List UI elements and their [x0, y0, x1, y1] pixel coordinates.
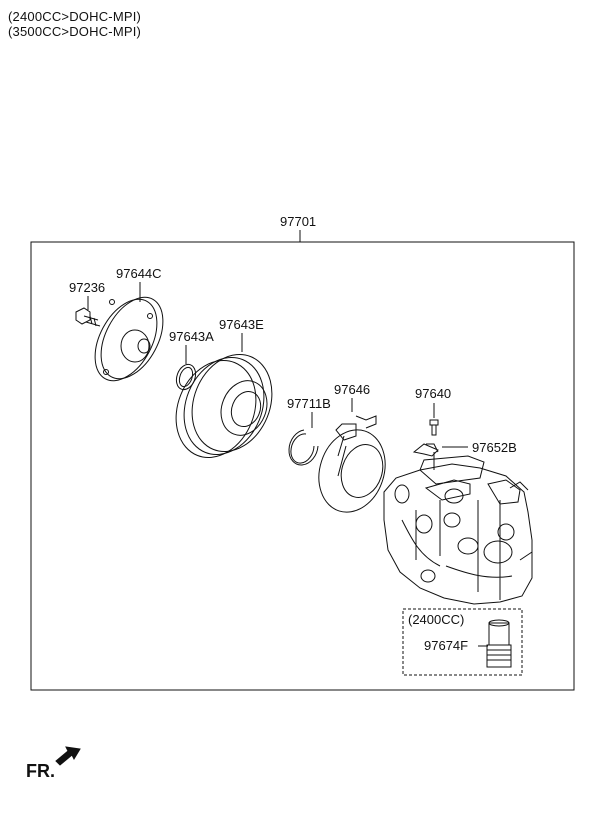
- assembly-part-number[interactable]: 97701: [280, 214, 316, 229]
- snap-ring-label[interactable]: 97711B: [287, 396, 331, 411]
- snap-ring-outer: [288, 429, 319, 466]
- shim-ring-outer: [175, 363, 197, 391]
- front-direction-label: FR.: [26, 761, 55, 781]
- front-arrow-icon: [55, 746, 81, 766]
- engine-spec-line-1: (2400CC>DOHC-MPI): [8, 9, 142, 24]
- bracket-shape: [412, 443, 439, 457]
- valve-part[interactable]: 97674F: [424, 619, 512, 668]
- shim-label[interactable]: 97643A: [169, 329, 214, 344]
- bolt-head: [75, 307, 91, 325]
- snap-ring-inner: [290, 433, 315, 464]
- compressor-manifold: [419, 455, 485, 485]
- screw-label[interactable]: 97640: [415, 386, 451, 401]
- field-coil-connector: [335, 423, 357, 441]
- clutch-plate-back: [94, 298, 158, 382]
- clutch-hub-boss: [120, 329, 150, 363]
- compressor-body[interactable]: [383, 452, 533, 605]
- field-coil-label[interactable]: 97646: [334, 382, 370, 397]
- shim-part[interactable]: 97643A: [169, 329, 214, 392]
- snap-ring-part[interactable]: 97711B: [287, 396, 331, 466]
- clutch-hub-label[interactable]: 97644C: [116, 266, 162, 281]
- bolt-part[interactable]: 97236: [69, 280, 105, 327]
- bolt-thread: [83, 315, 101, 327]
- bracket-part[interactable]: 97652B: [412, 440, 517, 457]
- clutch-hub-center: [137, 338, 151, 354]
- field-coil-bore: [340, 444, 384, 498]
- clutch-hub-part[interactable]: 97644C: [82, 266, 175, 391]
- clutch-plate-front: [100, 296, 164, 380]
- shim-ring-inner: [178, 366, 194, 388]
- bolt-label[interactable]: 97236: [69, 280, 105, 295]
- front-direction-indicator: FR.: [26, 746, 81, 781]
- screw-body: [429, 419, 439, 436]
- variant-box: [402, 608, 523, 676]
- variant-box-label: (2400CC): [408, 612, 464, 627]
- valve-base: [486, 644, 512, 668]
- pulley-part[interactable]: 97643E: [162, 317, 286, 470]
- pulley-label[interactable]: 97643E: [219, 317, 264, 332]
- bracket-label[interactable]: 97652B: [472, 440, 517, 455]
- pulley-rim-back: [175, 360, 257, 458]
- screw-part[interactable]: 97640: [415, 386, 451, 436]
- assembly-frame: [30, 241, 575, 691]
- field-coil-wire: [337, 435, 347, 477]
- compressor-outline: [383, 463, 533, 605]
- valve-label[interactable]: 97674F: [424, 638, 468, 653]
- pulley-rim-mid: [183, 357, 265, 455]
- pulley-bore: [220, 380, 268, 436]
- valve-thread: [487, 649, 511, 661]
- pulley-rim-front: [191, 354, 273, 452]
- engine-spec-line-2: (3500CC>DOHC-MPI): [8, 24, 142, 39]
- compressor-detail-lines: [401, 500, 513, 600]
- field-coil-part[interactable]: 97646: [309, 382, 396, 521]
- field-coil-housing: [318, 429, 386, 513]
